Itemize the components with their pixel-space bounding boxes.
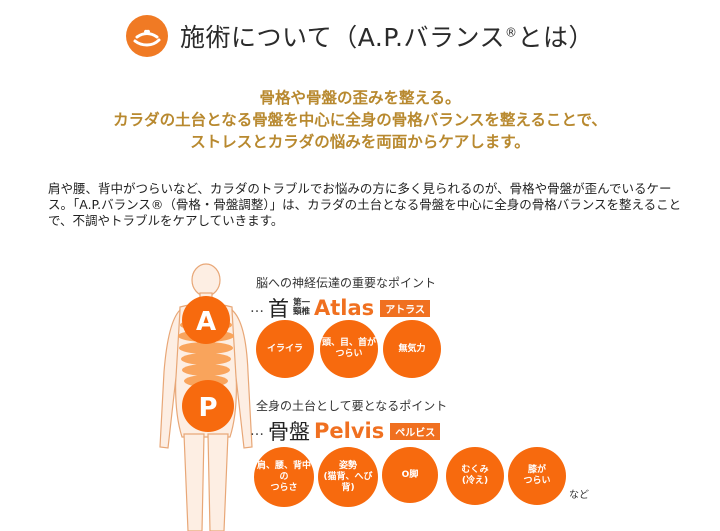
atlas-marker — [182, 296, 230, 344]
symptom-swelling: むくみ (冷え) — [446, 447, 504, 505]
symptom-knee: 膝が つらい — [508, 447, 566, 505]
page-title: 施術について（A.P.バランス®とは） — [180, 23, 595, 52]
description-paragraph: 肩や腰、背中がつらいなど、カラダのトラブルでお悩みの方に多く見られるのが、骨格や… — [48, 181, 682, 228]
tagline-line-2: カラダの土台となる骨盤を中心に全身の骨格バランスを整えることで、 — [113, 111, 607, 129]
symptom-lethargy: 無気力 — [383, 320, 441, 378]
body-silhouette: A P — [159, 263, 253, 531]
etc-label: など — [569, 490, 589, 501]
svg-text:P: P — [198, 393, 217, 423]
pelvis-marker — [182, 380, 234, 432]
symptom-bowlegs: O脚 — [382, 447, 438, 503]
symptom-posture: 姿勢 (猫背、へび背) — [318, 447, 378, 507]
symptom-irritation: イライラ — [256, 320, 314, 378]
tagline-line-1: 骨格や骨盤の歪みを整える。 — [259, 89, 461, 107]
atlas-caption: 脳への神経伝達の重要なポイント — [256, 276, 437, 290]
tagline-line-3: ストレスとカラダの悩みを両面からケアします。 — [190, 133, 530, 151]
pelvis-caption: 全身の土台として要となるポイント — [256, 399, 448, 413]
logo-icon — [126, 15, 168, 57]
symptom-shoulder-back: 肩、腰、背中 の つらさ — [254, 447, 314, 507]
symptom-head-eye-neck: 頭、目、首が つらい — [320, 320, 378, 378]
svg-text:A: A — [196, 307, 216, 337]
atlas-heading: … 首 第一頸椎 Atlas アトラス — [250, 293, 430, 323]
pelvis-heading: … 骨盤 Pelvis ペルビス — [250, 416, 441, 446]
